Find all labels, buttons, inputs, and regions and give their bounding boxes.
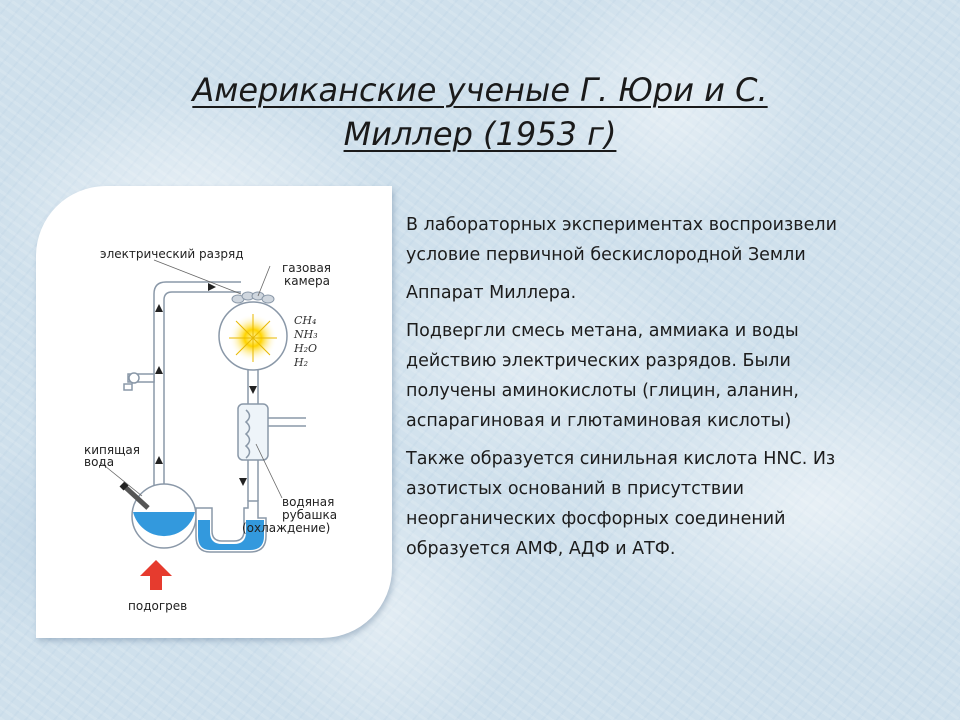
flow-arrows [155,283,257,486]
u-trap [195,500,267,553]
left-tube [153,281,241,486]
formula-nh3: NH₃ [293,328,318,341]
paragraph-experiment: В лабораторных экспериментах воспроизвел… [406,215,837,265]
paragraph-hcn: Также образуется синильная кислота HNC. … [406,449,836,559]
label-boiling-water-1: кипящая [84,443,140,457]
gas-chamber [218,291,288,371]
label-water-jacket-3: (охлаждение) [242,521,330,535]
slide-title-line-2: Миллер (1953 г) [343,115,617,153]
slide-title: Американские ученые Г. Юри и С. Миллер (… [120,68,840,156]
label-water-jacket-1: водяная [282,495,334,509]
boiling-flask [119,481,197,549]
label-gas-chamber-2: камера [284,274,330,288]
paragraph-apparatus: Аппарат Миллера. [406,283,577,303]
slide-body-text: В лабораторных экспериментах воспроизвел… [406,210,886,572]
label-heating: подогрев [128,599,187,613]
miller-apparatus-figure: электрический разряд газовая камера CH₄ … [36,186,392,638]
formula-h2o: H₂O [293,342,317,355]
heat-arrow-icon [140,560,172,590]
label-boiling-water-2: вода [84,455,114,469]
paragraph-discharge: Подвергли смесь метана, аммиака и воды д… [406,321,799,431]
water-jacket [237,403,269,461]
formula-h2: H₂ [293,356,308,369]
miller-apparatus-diagram: электрический разряд газовая камера CH₄ … [84,247,337,613]
label-electric-discharge: электрический разряд [100,247,244,261]
label-water-jacket-2: рубашка [282,508,337,522]
label-pointers [99,259,283,499]
stopcock [123,372,155,391]
formula-ch4: CH₄ [294,314,316,327]
slide-title-line-1: Американские ученые Г. Юри и С. [192,71,768,109]
label-gas-chamber-1: газовая [282,261,331,275]
